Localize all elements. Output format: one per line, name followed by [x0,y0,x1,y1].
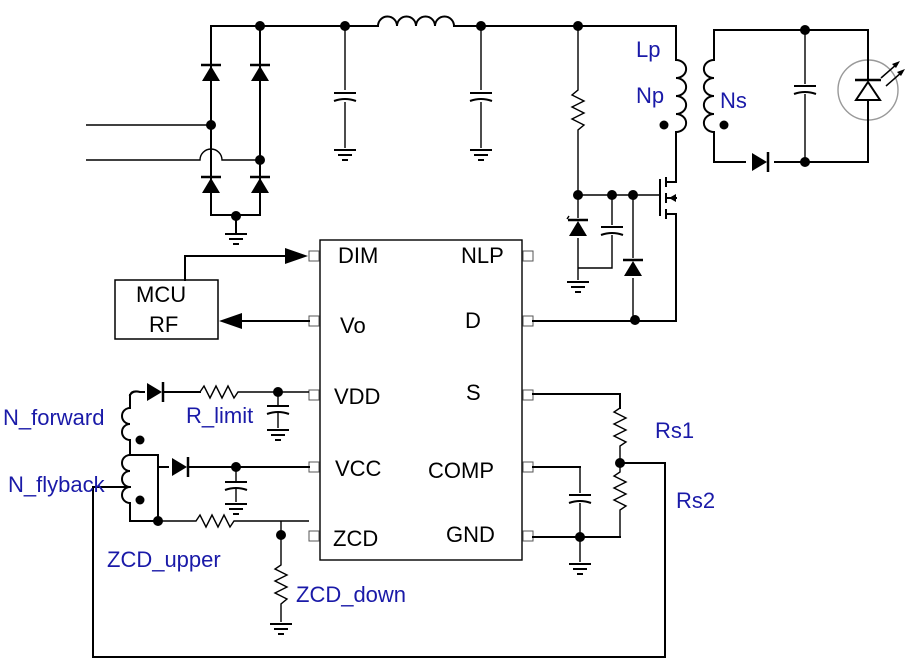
zcd-upper-label: ZCD_upper [107,547,221,572]
pin-nlp-label: NLP [461,243,504,268]
drain-connection [532,315,677,325]
controller-ic [319,239,523,561]
rs2-label: Rs2 [676,488,715,513]
mcu-rf-block [114,248,310,340]
pin-vo-label: Vo [340,313,366,338]
current-sense [532,393,628,575]
startup-network [566,26,660,320]
bridge-rectifier [199,21,350,245]
rf-label: RF [149,312,178,337]
rs1-label: Rs1 [655,418,694,443]
pin-vdd-label: VDD [334,384,380,409]
pin-gnd-label: GND [446,522,495,547]
pin-vcc-label: VCC [335,456,382,481]
n-forward-label: N_forward [3,405,104,430]
mosfet [659,154,677,321]
ac-input [86,124,260,161]
pin-d-label: D [465,308,481,333]
mcu-label: MCU [136,282,186,307]
zcd-down-label: ZCD_down [296,582,406,607]
n-flyback-label: N_flyback [8,472,106,497]
input-filter [333,15,677,161]
auxiliary-windings [92,380,666,658]
ns-label: Ns [720,88,747,113]
np-label: Np [636,83,664,108]
lp-label: Lp [636,37,660,62]
transformer-primary [659,25,688,156]
pin-comp-label: COMP [428,458,494,483]
pin-s-label: S [466,380,481,405]
r-limit-label: R_limit [186,403,253,428]
pin-zcd-label: ZCD [333,526,378,551]
pin-dim-label: DIM [338,243,378,268]
transformer-secondary [702,25,905,174]
